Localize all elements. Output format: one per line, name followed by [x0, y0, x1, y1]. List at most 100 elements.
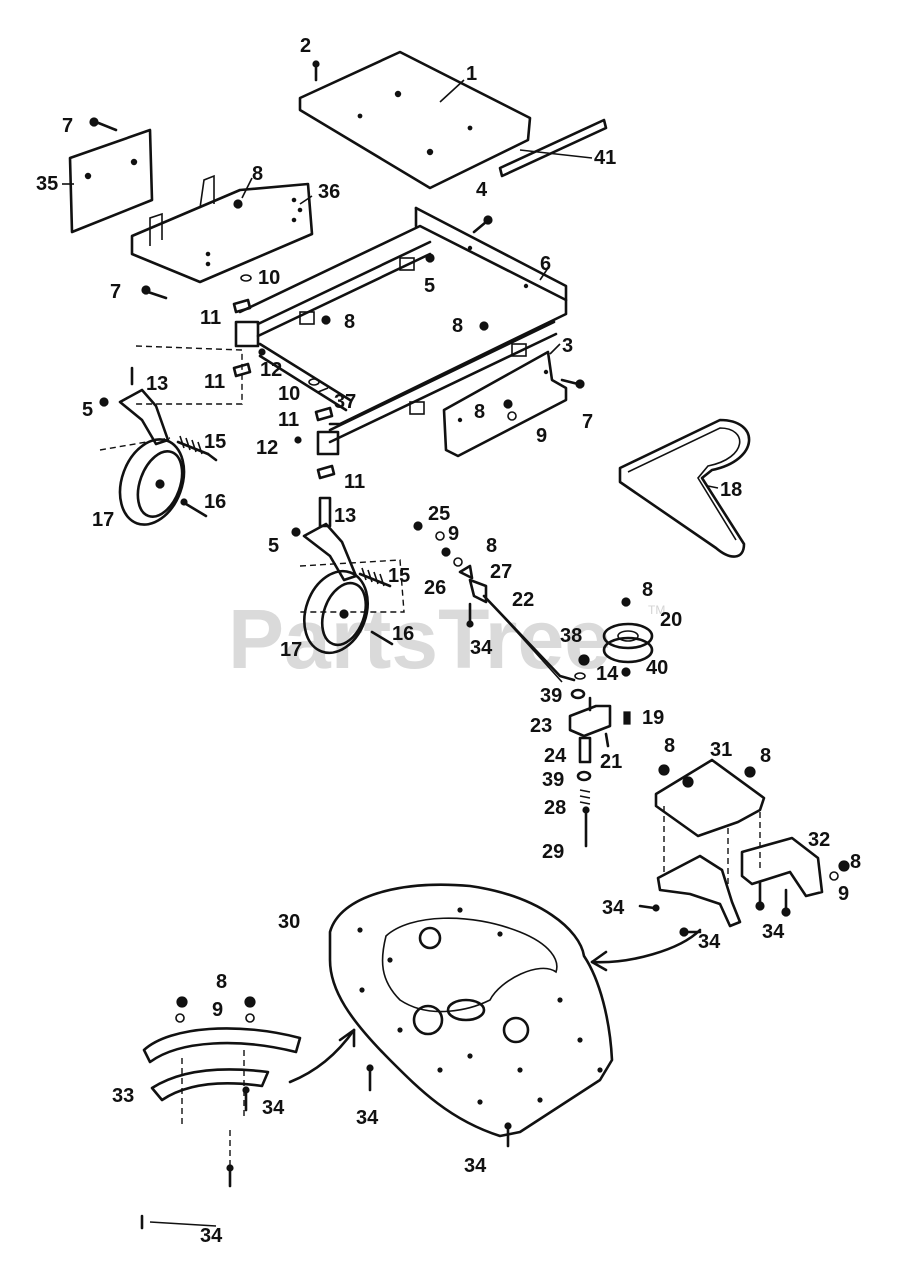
assembly-arrow-right: [590, 928, 702, 972]
callout-8-31-right: 8: [760, 745, 771, 767]
callout-34-bracket-lower: 34: [698, 931, 721, 953]
part-8-nut-side: [503, 399, 513, 409]
part-7-bolt-upper: [89, 117, 118, 132]
callout-8-33: 8: [216, 971, 227, 993]
callout-19: 19: [642, 707, 664, 729]
part-8-nut-31-mid: [682, 776, 694, 788]
callout-41: 41: [594, 147, 616, 169]
callout-39-lower: 39: [542, 769, 564, 791]
part-8-nut-31-left: [658, 764, 670, 776]
callout-5-right: 5: [268, 535, 279, 557]
part-35-plate: [68, 128, 154, 234]
part-8-nut-33-left: [176, 996, 188, 1008]
callout-16-right: 16: [392, 623, 414, 645]
part-18-belt: [618, 418, 751, 558]
part-29-bolt: [582, 806, 590, 848]
callout-8-32: 8: [850, 851, 861, 873]
part-2-screw: [312, 60, 320, 82]
callout-9-32: 9: [838, 883, 849, 905]
part-34-bolt-bottom: [140, 1130, 234, 1230]
part-15-spring-right: [358, 567, 392, 588]
callout-35: 35: [36, 173, 58, 195]
callout-8-side: 8: [474, 401, 485, 423]
part-22-rod: [482, 594, 576, 683]
part-10-washer-lower: [308, 378, 320, 386]
part-8-nut-33-right: [244, 996, 256, 1008]
part-6-main-frame: [234, 206, 568, 456]
callout-24: 24: [544, 745, 567, 767]
callout-34-bracket-left: 34: [602, 897, 625, 919]
part-28-spring: [579, 789, 591, 805]
part-32-bracket: [740, 836, 824, 898]
part-26-clip: [458, 564, 474, 580]
callout-29: 29: [542, 841, 564, 863]
callout-16-left: 16: [204, 491, 226, 513]
part-4-bolt: [472, 215, 493, 234]
callout-7-right: 7: [582, 411, 593, 433]
callout-11-4: 11: [344, 471, 365, 493]
part-16-axle-pin-left: [180, 498, 208, 518]
callout-9-side: 9: [536, 425, 547, 447]
callout-20: 20: [660, 609, 682, 631]
part-mount-bracket: [656, 854, 742, 928]
callout-12-lower: 12: [256, 437, 278, 459]
callout-3: 3: [562, 335, 573, 357]
callout-34-deck-left: 34: [356, 1107, 379, 1129]
part-30-mower-deck: [328, 883, 614, 1138]
callout-11-3: 11: [278, 409, 299, 431]
callout-7-lower: 7: [110, 281, 121, 303]
part-8-nut-pulley: [621, 597, 631, 607]
callout-34-deck-bottom: 34: [464, 1155, 487, 1177]
callout-17-right: 17: [280, 639, 302, 661]
part-34-bolt-bracket-mid: [755, 880, 765, 911]
part-38-nut: [578, 654, 590, 666]
callout-36: 36: [318, 181, 340, 203]
part-12-pin-lower: [294, 436, 302, 444]
part-5-nut-left: [99, 397, 109, 407]
callout-15-right: 15: [388, 565, 410, 587]
part-10-washer-upper: [240, 274, 252, 282]
callout-8-frame-left: 8: [344, 311, 355, 333]
callout-30: 30: [278, 911, 300, 933]
callout-31: 31: [710, 739, 732, 761]
part-34-bolt-deck-left: [366, 1064, 374, 1092]
part-17-wheel-left: [99, 437, 186, 526]
part-34-bolt-33: [242, 1086, 250, 1112]
callout-8-bracket: 8: [252, 163, 263, 185]
callout-13-left: 13: [146, 373, 168, 395]
part-3-side-plate: [442, 350, 568, 458]
callout-14: 14: [596, 663, 619, 685]
callout-5-frame: 5: [424, 275, 435, 297]
part-15-spring-left: [176, 435, 218, 462]
callout-1: 1: [466, 63, 477, 85]
callout-23: 23: [530, 715, 552, 737]
part-24-sleeve: [578, 736, 592, 764]
part-8-nut-bracket: [233, 199, 243, 209]
callout-39-upper: 39: [540, 685, 562, 707]
callout-13-right: 13: [334, 505, 356, 527]
part-8-nut-frame-right: [479, 321, 489, 331]
callout-32: 32: [808, 829, 830, 851]
part-9-washer-side: [507, 411, 517, 421]
part-41-strip: [498, 118, 608, 178]
part-1-cover-plate: [298, 50, 532, 190]
callout-6: 6: [540, 253, 551, 275]
leader-lines: [62, 79, 719, 489]
part-8-nut-link: [441, 547, 451, 557]
part-9-washer-33-right: [245, 1013, 255, 1023]
callout-33: 33: [112, 1085, 134, 1107]
part-12-pin-upper: [258, 348, 266, 356]
part-17-wheel-right: [303, 569, 369, 655]
part-9-washer-33-left: [175, 1013, 185, 1023]
part-8-nut-31-right: [744, 766, 756, 778]
callout-34-bracket-right: 34: [762, 921, 785, 943]
part-34-bolt-link: [466, 602, 474, 628]
callout-11-1: 11: [200, 307, 221, 329]
part-7-bolt-lower: [141, 285, 168, 300]
part-27-bracket: [468, 578, 488, 604]
part-9-washer-32: [829, 871, 839, 881]
part-14-spacer: [574, 672, 586, 680]
part-5-nut-right: [291, 527, 301, 537]
part-19-bolt: [623, 711, 631, 725]
callout-21: 21: [600, 751, 622, 773]
